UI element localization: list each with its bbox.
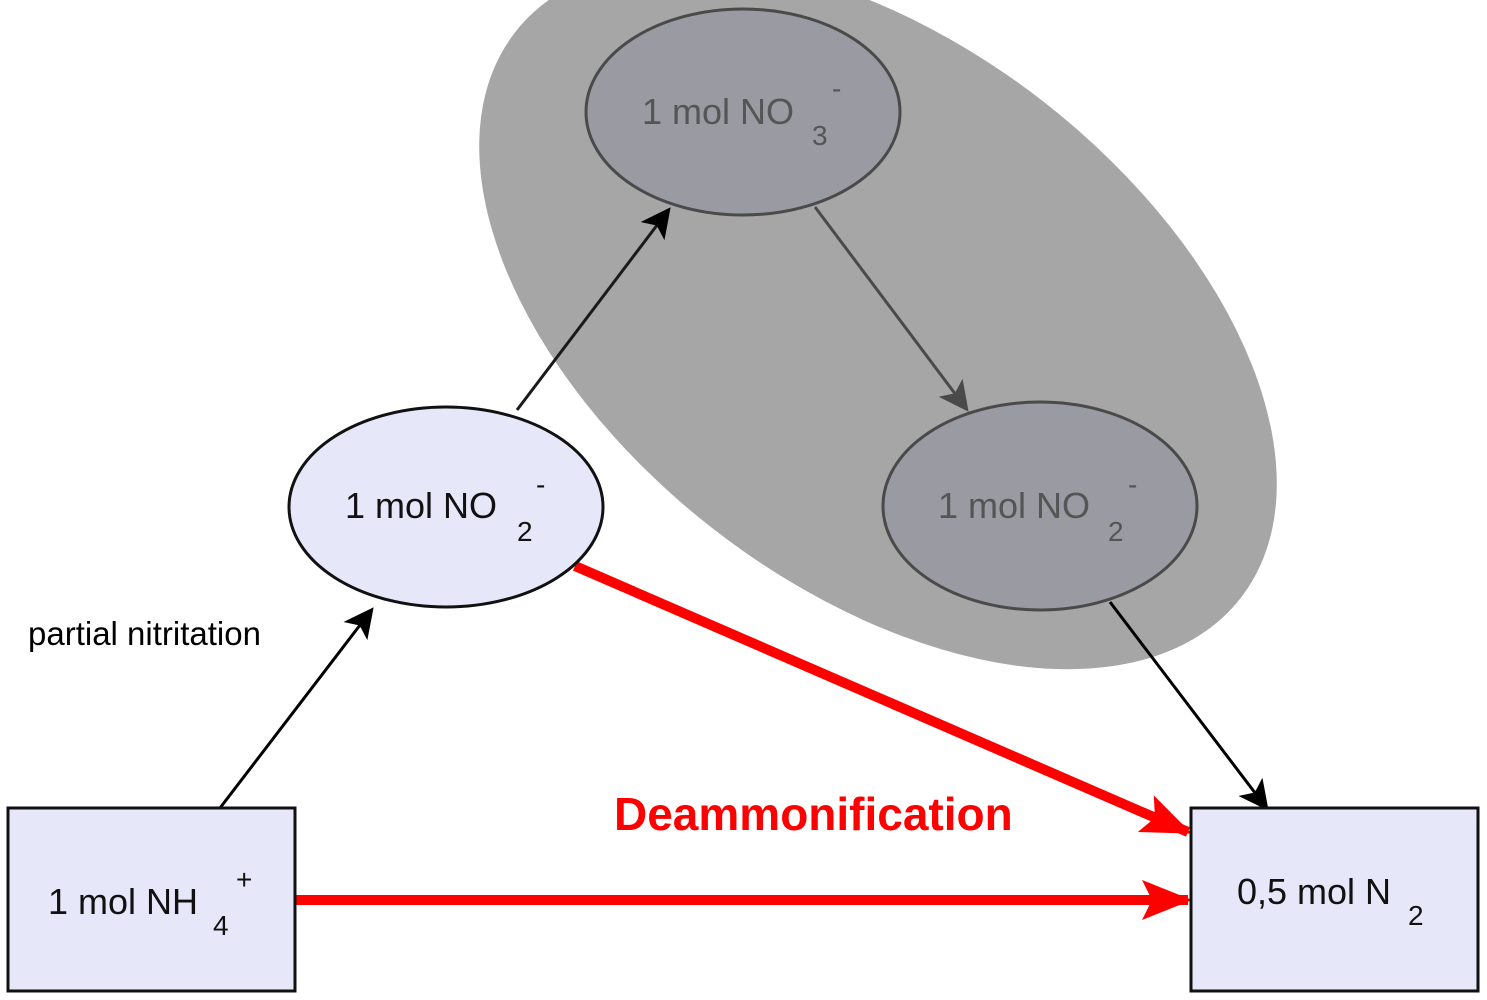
ammonium-formula: 1 mol NH <box>48 881 198 922</box>
nitrite-main-charge: - <box>536 469 545 500</box>
ammonium-subscript: 4 <box>213 910 229 941</box>
nitrate-charge: - <box>832 73 841 104</box>
deammonification-label: Deammonification <box>614 788 1013 840</box>
ammonium-label: 1 mol NH <box>48 881 198 922</box>
nitrogen-subscript: 2 <box>1408 900 1424 931</box>
nitrite-denitrification-label: 1 mol NO <box>938 485 1090 526</box>
nitrate-to-nitrite-arrow <box>813 206 969 412</box>
nitrogen-formula: 0,5 mol N <box>1237 871 1391 912</box>
nitrogen-label: 0,5 mol N <box>1237 871 1391 912</box>
nitrite-main-label: 1 mol NO <box>345 485 497 526</box>
nitrite-denitrification-formula: 1 mol NO <box>938 485 1090 526</box>
nitrate-ellipse <box>584 7 902 217</box>
nitrogen-box <box>1189 806 1480 993</box>
nitrate-label: 1 mol NO <box>642 91 794 132</box>
deammonification-arrow-nitrite <box>573 561 1192 837</box>
nitrate-formula: 1 mol NO <box>642 91 794 132</box>
nitrite-main-ellipse <box>287 405 605 609</box>
partial-nitritation-arrow <box>218 607 374 809</box>
nitrite-denitrification-ellipse <box>881 400 1199 612</box>
ammonium-box <box>6 806 297 993</box>
nitrite-to-nitrate-arrow <box>515 207 671 411</box>
partial-nitritation-label: partial nitritation <box>28 615 261 652</box>
ammonium-charge: + <box>236 864 252 895</box>
nitrate-subscript: 3 <box>812 120 828 151</box>
nitrite-main-formula: 1 mol NO <box>345 485 497 526</box>
nitrite-main-subscript: 2 <box>517 516 533 547</box>
nitrite-denitrification-subscript: 2 <box>1108 516 1124 547</box>
nitrite-to-nitrogen-arrow <box>1108 601 1269 811</box>
nitrite-denitrification-charge: - <box>1128 469 1137 500</box>
